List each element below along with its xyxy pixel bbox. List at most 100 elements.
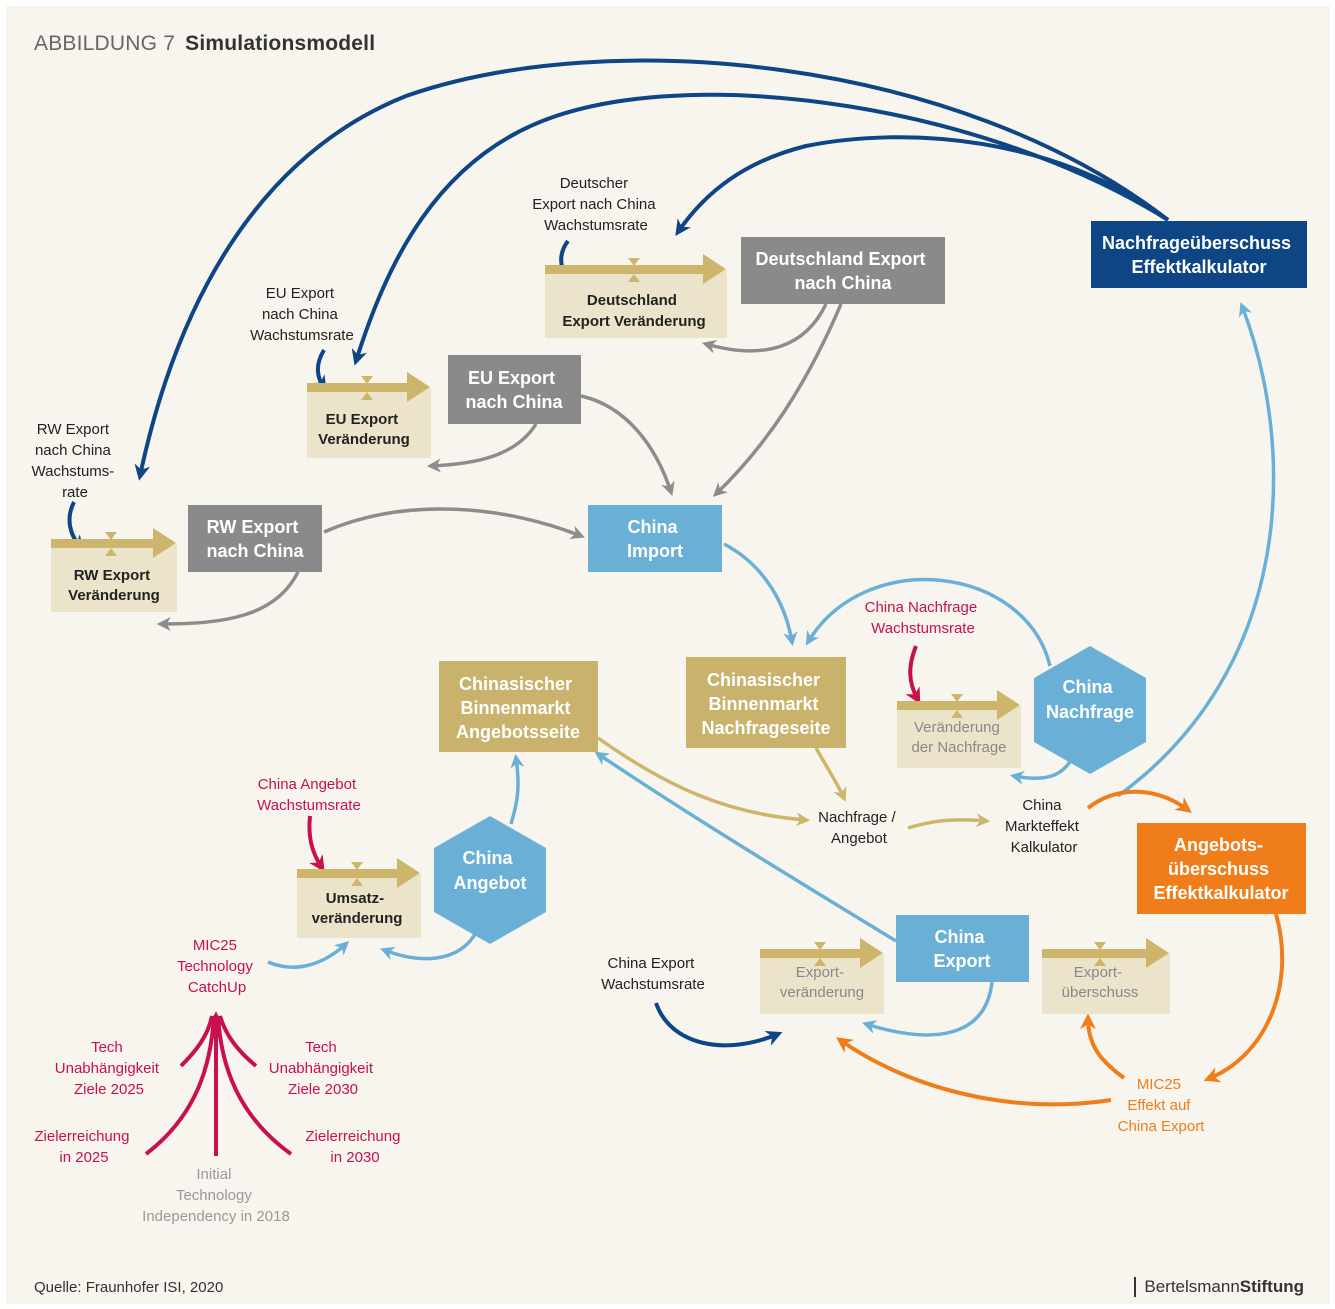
label-markteffekt: China Markteffekt Kalkulator: [1005, 797, 1083, 856]
node-rw-line2: nach China: [206, 541, 304, 561]
svg-text:Angebots- überschuss: Angebots- überschuss Effektkalkulator: [1153, 835, 1288, 903]
node-nachfrage-kalk-line1: Nachfrageüberschuss: [1102, 233, 1291, 253]
node-deutschland-line2: nach China: [794, 273, 892, 293]
arrow-angebot-to-angebotsseite: [509, 753, 525, 825]
arrow-export-to-angebotsseite: [594, 751, 897, 943]
flow-de: Deutschland Export Veränderung: [545, 254, 727, 338]
label-export-rate: China Export Wachstumsrate: [601, 955, 705, 993]
node-bn-line2: Binnenmarkt: [708, 694, 818, 714]
node-bn-line3: Nachfrageseite: [701, 718, 830, 738]
label-eu-rate: EU Export nach China Wachstumsrate: [250, 285, 354, 344]
arrow-nachfrage-to-nachfrageseite: [805, 577, 1052, 667]
arrow-de-to-import: [712, 303, 843, 497]
node-import-line1: China: [627, 517, 678, 537]
node-ce-line1: China: [934, 927, 985, 947]
flow-umsatz-line2: veränderung: [312, 910, 403, 927]
flow-rw-line1: RW Export: [74, 567, 150, 584]
source-note: Quelle: Fraunhofer ISI, 2020: [34, 1279, 224, 1296]
svg-text:China Angebot: China Angebot: [454, 848, 527, 893]
flow-export-line1: Export-: [796, 964, 844, 981]
figure-title: ABBILDUNG 7 Simulationsmodell: [34, 32, 375, 56]
label-angebot-rate: China Angebot Wachstumsrate: [257, 776, 361, 814]
navy-feedback-arrows: [67, 58, 1170, 1048]
svg-text:EU Export nach China: EU Export nach China: [465, 368, 563, 412]
node-angebot-kalkulator: Angebots- überschuss Effektkalkulator: [1137, 823, 1306, 914]
arrow-eu-rate-in: [311, 348, 327, 392]
svg-text:Chinasischer Binnenmar: Chinasischer Binnenmarkt Nachfrageseite: [701, 670, 830, 738]
node-ce-line2: Export: [933, 951, 990, 971]
arrow-eu-to-veraenderung: [426, 423, 538, 473]
arrow-export-rate-in: [654, 1002, 783, 1048]
node-ca-line2: Angebot: [454, 873, 527, 893]
node-eu-line2: nach China: [465, 392, 563, 412]
flow-eu: EU Export Veränderung: [307, 372, 431, 458]
arrow-rw-to-veraenderung: [156, 571, 300, 631]
flow-umsatz-line1: Umsatz-: [326, 890, 384, 907]
svg-text:Umsatz- veränderung: Umsatz- veränderung: [312, 890, 403, 927]
node-ak-line3: Effektkalkulator: [1153, 883, 1288, 903]
flow-eu-line2: Veränderung: [318, 431, 410, 448]
flow-de-line1: Deutschland: [587, 292, 677, 309]
node-eu-line1: EU Export: [468, 368, 555, 388]
node-ba-line3: Angebotsseite: [456, 722, 580, 742]
node-nachfrage-kalkulator: Nachfrageüberschuss Effektkalkulator: [1091, 221, 1307, 288]
flow-ueberschuss-line1: Export-: [1074, 964, 1122, 981]
logo-part2: Stiftung: [1239, 1277, 1304, 1296]
svg-text:China Import: China Import: [627, 517, 683, 561]
node-ba-line1: Chinasischer: [459, 674, 572, 694]
svg-text:EU Export Veränderung: EU Export Veränderung: [318, 411, 410, 448]
arrow-nachfrage-to-rw: [134, 58, 1170, 481]
svg-text:Chinasischer Binnenmar: Chinasischer Binnenmarkt Angebotsseite: [456, 674, 580, 742]
logo-part1: Bertelsmann: [1144, 1277, 1240, 1296]
svg-text:China Nachfrage: China Nachfrage: [1046, 677, 1134, 722]
label-ziel-2030: Zielerreichung in 2030: [305, 1128, 404, 1166]
node-nachfrage-kalk-line2: Effektkalkulator: [1131, 257, 1266, 277]
label-rw-rate: RW Export nach China Wachstums- rate: [32, 421, 119, 501]
flow-export: Export- veränderung: [760, 938, 884, 1014]
label-mic25-catchup: MIC25 Technology CatchUp: [177, 937, 257, 996]
magenta-arrows: [144, 645, 921, 1156]
arrow-markteffekt-to-angebot-kalk: [1086, 789, 1192, 813]
node-china-export: China Export: [896, 915, 1029, 982]
arrow-nachfrageseite-to-nachfrage-angebot: [814, 747, 847, 802]
arrow-tech2025-to-catchup: [179, 1015, 214, 1068]
simulation-diagram: Deutschland Export Veränderung EU Export…: [32, 58, 1307, 1225]
label-de-rate: Deutscher Export nach China Wachstumsrat…: [532, 175, 660, 234]
arrow-export-to-veraenderung: [861, 981, 994, 1037]
label-initial: Initial Technology Independency in 2018: [142, 1166, 290, 1225]
node-cn-line2: Nachfrage: [1046, 702, 1134, 722]
figure-heading: Simulationsmodell: [185, 32, 376, 55]
figure-number: ABBILDUNG 7: [34, 32, 176, 55]
flow-nachfrage-line2: der Nachfrage: [911, 739, 1006, 756]
arrow-angebot-rate-in: [307, 815, 325, 873]
node-ak-line2: überschuss: [1168, 859, 1269, 879]
node-rw-line1: RW Export: [207, 517, 299, 537]
node-binnen-angebotsseite: Chinasischer Binnenmarkt Angebotsseite: [439, 661, 598, 752]
node-binnen-nachfrageseite: Chinasischer Binnenmarkt Nachfrageseite: [686, 657, 846, 748]
flow-de-line2: Export Veränderung: [562, 313, 705, 330]
arrow-angebot-kalk-to-mic25: [1203, 913, 1285, 1083]
node-china-import: China Import: [588, 505, 722, 572]
bertelsmann-logo: BertelsmannStiftung: [1134, 1277, 1304, 1297]
node-rw-export: RW Export nach China: [188, 505, 322, 572]
tan-arrows: [596, 736, 991, 830]
svg-text:Export- veränderung: Export- veränderung: [780, 964, 864, 1001]
flow-nachfrage: Veränderung der Nachfrage: [897, 690, 1021, 768]
node-ca-line1: China: [462, 848, 513, 868]
svg-text:Veränderung der Nachfr: Veränderung der Nachfrage: [911, 719, 1006, 756]
label-nachfrage-rate: China Nachfrage Wachstumsrate: [865, 599, 982, 637]
node-china-angebot: China Angebot: [434, 816, 546, 944]
arrow-catchup-to-umsatz: [267, 941, 350, 969]
arrow-tech2030-to-catchup: [218, 1015, 258, 1068]
arrow-ziel2030-to-catchup: [216, 1015, 293, 1156]
node-china-nachfrage: China Nachfrage: [1034, 646, 1146, 774]
node-ak-line1: Angebots-: [1174, 835, 1263, 855]
arrow-import-to-nachfrageseite: [723, 542, 798, 647]
arrow-nachfrage-angebot-to-markteffekt: [907, 813, 991, 830]
arrow-mic25-to-veraenderung: [836, 1037, 1112, 1107]
node-bn-line1: Chinasischer: [707, 670, 820, 690]
svg-text:Export- überschuss: Export- überschuss: [1062, 964, 1139, 1001]
label-ziel-2025: Zielerreichung in 2025: [34, 1128, 133, 1166]
arrow-nachfrage-to-eu: [351, 92, 1170, 366]
flow-umsatz: Umsatz- veränderung: [297, 858, 421, 938]
